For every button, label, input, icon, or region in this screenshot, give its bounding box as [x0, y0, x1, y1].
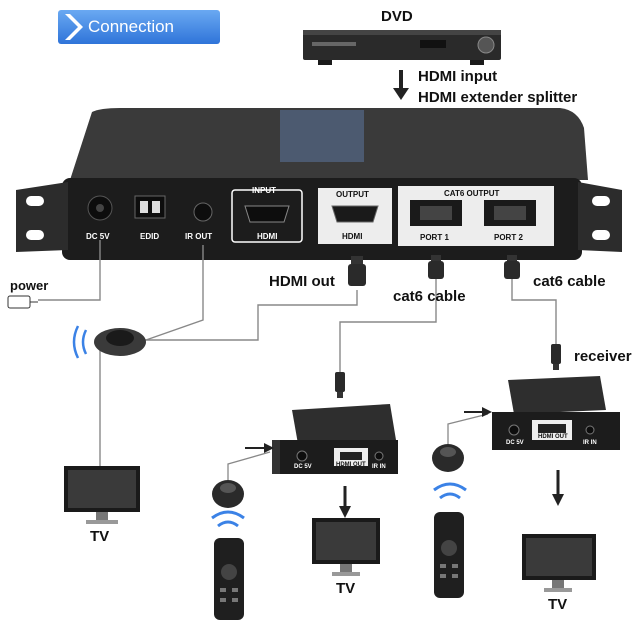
hdmi-input-label: HDMI input [418, 68, 498, 85]
tv-1-label: TV [90, 528, 110, 545]
connection-lines [38, 240, 557, 470]
receiver-label: receiver [574, 348, 632, 365]
port-2-label: PORT 2 [494, 233, 523, 242]
tv-2-label: TV [336, 580, 356, 597]
port-edid-label: EDID [140, 232, 160, 241]
receiver-1-irin-label: IR IN [372, 464, 386, 470]
receiver-2-irin-label: IR IN [583, 440, 597, 446]
rj45-connector-4 [551, 344, 561, 370]
receiver-2 [492, 376, 620, 450]
port-output-header: OUTPUT [336, 190, 369, 199]
rj45-connector-3 [335, 372, 345, 398]
receiver-2-dc-label: DC 5V [506, 440, 524, 446]
receiver-2-hdmi-label: HDMI OUT [538, 434, 568, 440]
ir-receiver-1 [212, 451, 271, 508]
port-cat6-header: CAT6 OUTPUT [444, 189, 500, 198]
rj45-connector-1 [428, 255, 444, 279]
remote-control-1 [214, 538, 244, 620]
port-dc-label: DC 5V [86, 232, 110, 241]
sensor-arrows [245, 407, 492, 453]
remote-control-2 [434, 512, 464, 598]
receiver-1-hdmi-label: HDMI OUT [336, 462, 366, 468]
dvd-arrow [393, 70, 409, 100]
splitter-device [16, 108, 622, 260]
chevron-right-icon [65, 14, 83, 40]
tv-3 [522, 534, 596, 592]
rj45-connector-2 [504, 255, 520, 279]
tv-2 [312, 518, 380, 576]
power-label: power [10, 278, 49, 293]
cat6-cable-label-2: cat6 cable [533, 273, 606, 290]
wireless-signal-icon [211, 482, 467, 528]
port-input-header: INPUT [252, 186, 276, 195]
tv-1 [64, 466, 140, 524]
cat6-cable-label-1: cat6 cable [393, 288, 466, 305]
hdmi-out-label: HDMI out [269, 273, 335, 290]
power-plug-icon [7, 295, 38, 309]
dvd-label: DVD [381, 8, 413, 25]
receiver-1-dc-label: DC 5V [294, 464, 312, 470]
port-input-label: HDMI [257, 232, 278, 241]
receiver-1 [272, 404, 398, 474]
ir-emitter-icon [72, 325, 146, 359]
tv-3-label: TV [548, 596, 568, 613]
port-1-label: PORT 1 [420, 233, 449, 242]
port-output-label: HDMI [342, 232, 363, 241]
tv-arrows [339, 470, 564, 518]
banner-label: Connection [88, 17, 175, 36]
dvd-player [303, 30, 501, 65]
splitter-label: HDMI extender splitter [418, 89, 578, 106]
connection-banner: Connection [58, 10, 220, 44]
ir-receiver-2 [432, 413, 489, 472]
hdmi-connector [348, 256, 366, 286]
port-irout-label: IR OUT [185, 232, 213, 241]
